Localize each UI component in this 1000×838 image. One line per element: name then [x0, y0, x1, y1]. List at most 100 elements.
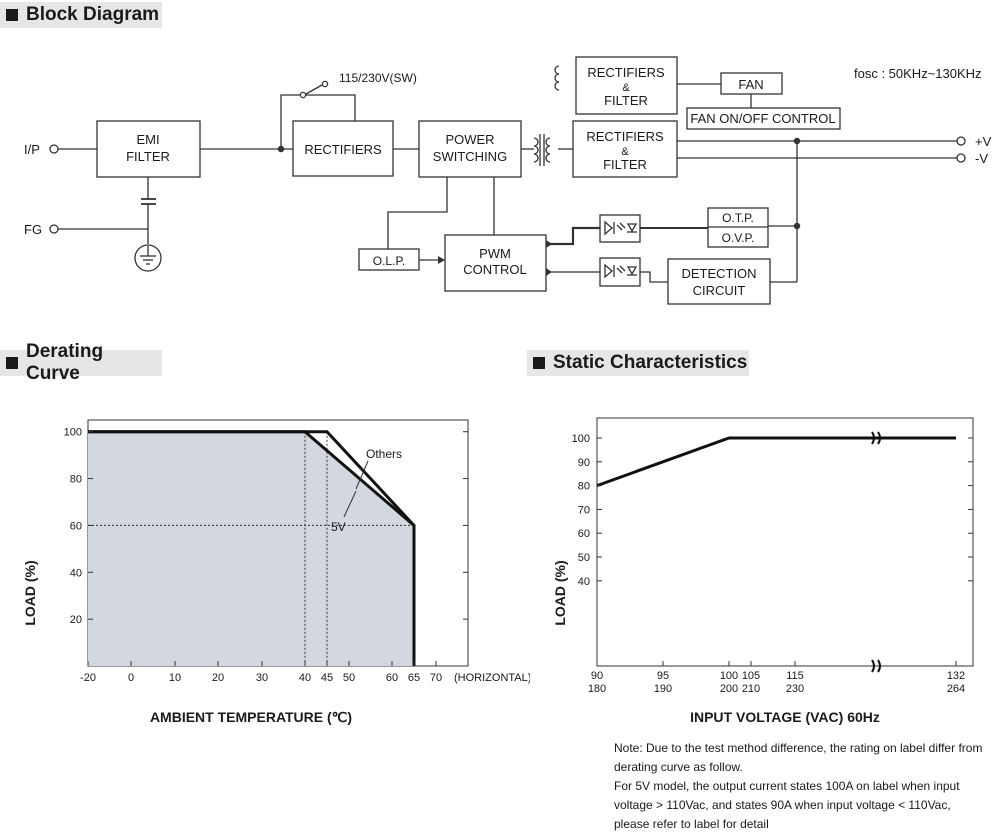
note-line: please refer to label for detail — [614, 817, 769, 831]
y-tick-label: 40 — [578, 576, 590, 588]
x-tick-label: 20 — [212, 672, 224, 684]
x-tick-label-top: 115 — [786, 670, 804, 682]
note-line: voltage > 110Vac, and states 90A when in… — [614, 798, 951, 812]
rf-top-amp: & — [622, 82, 630, 94]
fg-terminal — [49, 224, 59, 234]
y-tick-label: 20 — [70, 614, 82, 626]
x-tick-label: 70 — [430, 672, 442, 684]
static-xlabel: INPUT VOLTAGE (VAC) 60Hz — [690, 709, 880, 725]
olp-label: O.L.P. — [373, 254, 405, 268]
x-tick-label-bottom: 190 — [654, 683, 672, 695]
x-tick-label: 60 — [386, 672, 398, 684]
x-tick-label-top: 95 — [657, 670, 669, 682]
block-diagram: I/P FG EMI FILTER 115/230V(SW) RECTIFIER… — [24, 56, 992, 305]
annotation-others: Others — [366, 447, 402, 461]
static-ylabel: LOAD (%) — [552, 560, 568, 625]
derating-xlabel: AMBIENT TEMPERATURE (℃) — [150, 709, 352, 725]
y-tick-label: 80 — [70, 474, 82, 486]
note-line: Note: Due to the test method difference,… — [614, 741, 983, 755]
derating-area-fill — [88, 431, 414, 666]
x-tick-label: 30 — [256, 672, 268, 684]
otp-label: O.T.P. — [722, 211, 754, 225]
block-diagram-header: Block Diagram — [0, 2, 162, 28]
detection-label: DETECTION — [681, 266, 756, 281]
axis-break-icon — [871, 431, 881, 673]
static-plot-frame — [596, 417, 974, 667]
circuit-label: CIRCUIT — [693, 283, 746, 298]
y-tick-label: 70 — [578, 504, 590, 516]
rf-main-amp: & — [621, 146, 629, 158]
y-tick-label: 60 — [70, 520, 82, 532]
transformer-icon — [533, 65, 560, 166]
earth-ground-icon — [134, 244, 162, 272]
y-tick-label: 100 — [64, 427, 82, 439]
annotation-5v: 5V — [331, 520, 346, 534]
y-tick-label: 80 — [578, 481, 590, 493]
x-tick-label-bottom: 180 — [588, 683, 606, 695]
y-tick-label: 60 — [578, 528, 590, 540]
x-tick-label-top: 90 — [591, 670, 603, 682]
bullet-square-icon — [533, 357, 545, 369]
pwm-control-box — [444, 234, 547, 292]
x-tick-label-top: 100 — [720, 670, 738, 682]
x-tick-label-top: 105 — [742, 670, 760, 682]
x-tick-label: 0 — [128, 672, 134, 684]
note-text-block: Note: Due to the test method difference,… — [614, 739, 1000, 834]
derating-x-suffix: (HORIZONTAL) — [454, 672, 530, 684]
pos-output-label: +V — [975, 134, 992, 149]
switching-label: SWITCHING — [433, 149, 507, 164]
x-tick-label-bottom: 200 — [720, 683, 738, 695]
x-tick-label: 50 — [343, 672, 355, 684]
rf-main-label-1: RECTIFIERS — [586, 129, 664, 144]
y-tick-label: 100 — [572, 433, 590, 445]
y-tick-label: 90 — [578, 457, 590, 469]
block-diagram-title: Block Diagram — [26, 4, 160, 25]
bullet-square-icon — [6, 357, 18, 369]
optocoupler-icon — [599, 214, 641, 243]
ip-terminal — [49, 144, 59, 154]
derating-chart: 20 40 60 80 100 -20 0 10 20 30 40 45 50 60 65 70 Other… — [22, 419, 530, 725]
ip-label: I/P — [24, 142, 40, 157]
x-tick-label: 65 — [408, 672, 420, 684]
derating-ylabel: LOAD (%) — [22, 560, 38, 625]
x-tick-label-bottom: 264 — [947, 683, 965, 695]
rectifiers-filter-box-top — [575, 56, 678, 115]
note-line: derating curve as follow. — [614, 760, 743, 774]
rectifiers-filter-box-main — [572, 120, 678, 178]
optocoupler-icon — [599, 257, 641, 287]
power-label: POWER — [445, 132, 494, 147]
switch-label: 115/230V(SW) — [339, 71, 417, 85]
rectifiers-label: RECTIFIERS — [304, 142, 382, 157]
x-tick-label: 40 — [299, 672, 311, 684]
static-characteristics-header: Static Characteristics — [527, 350, 749, 376]
neg-output-label: -V — [975, 151, 988, 166]
x-tick-label: 45 — [321, 672, 333, 684]
pos-output-terminal — [956, 136, 966, 146]
rf-top-label-1: RECTIFIERS — [587, 65, 665, 80]
x-tick-label: 10 — [169, 672, 181, 684]
rf-top-label-2: FILTER — [604, 93, 648, 108]
neg-output-terminal — [956, 153, 966, 163]
fan-label: FAN — [738, 77, 763, 92]
derating-line-5v — [88, 430, 416, 666]
fan-control-box — [686, 107, 841, 130]
emi-label: EMI — [136, 132, 159, 147]
pwm-control-label: CONTROL — [463, 262, 527, 277]
y-tick-label: 50 — [578, 552, 590, 564]
y-tick-label: 40 — [70, 567, 82, 579]
fg-label: FG — [24, 222, 42, 237]
x-tick-label-bottom: 210 — [742, 683, 760, 695]
emi-filter-label: FILTER — [126, 149, 170, 164]
derating-curve-title: Derating Curve — [25, 341, 104, 384]
static-characteristics-title: Static Characteristics — [553, 352, 748, 373]
x-tick-label: -20 — [80, 672, 96, 684]
x-tick-label-top: 132 — [947, 670, 965, 682]
fan-control-label: FAN ON/OFF CONTROL — [690, 111, 835, 126]
ovp-label: O.V.P. — [722, 231, 755, 245]
rf-main-label-2: FILTER — [603, 157, 647, 172]
note-line: For 5V model, the output current states … — [614, 779, 960, 793]
bullet-square-icon — [6, 9, 18, 21]
x-tick-label-bottom: 230 — [786, 683, 804, 695]
pwm-label: PWM — [479, 246, 511, 261]
